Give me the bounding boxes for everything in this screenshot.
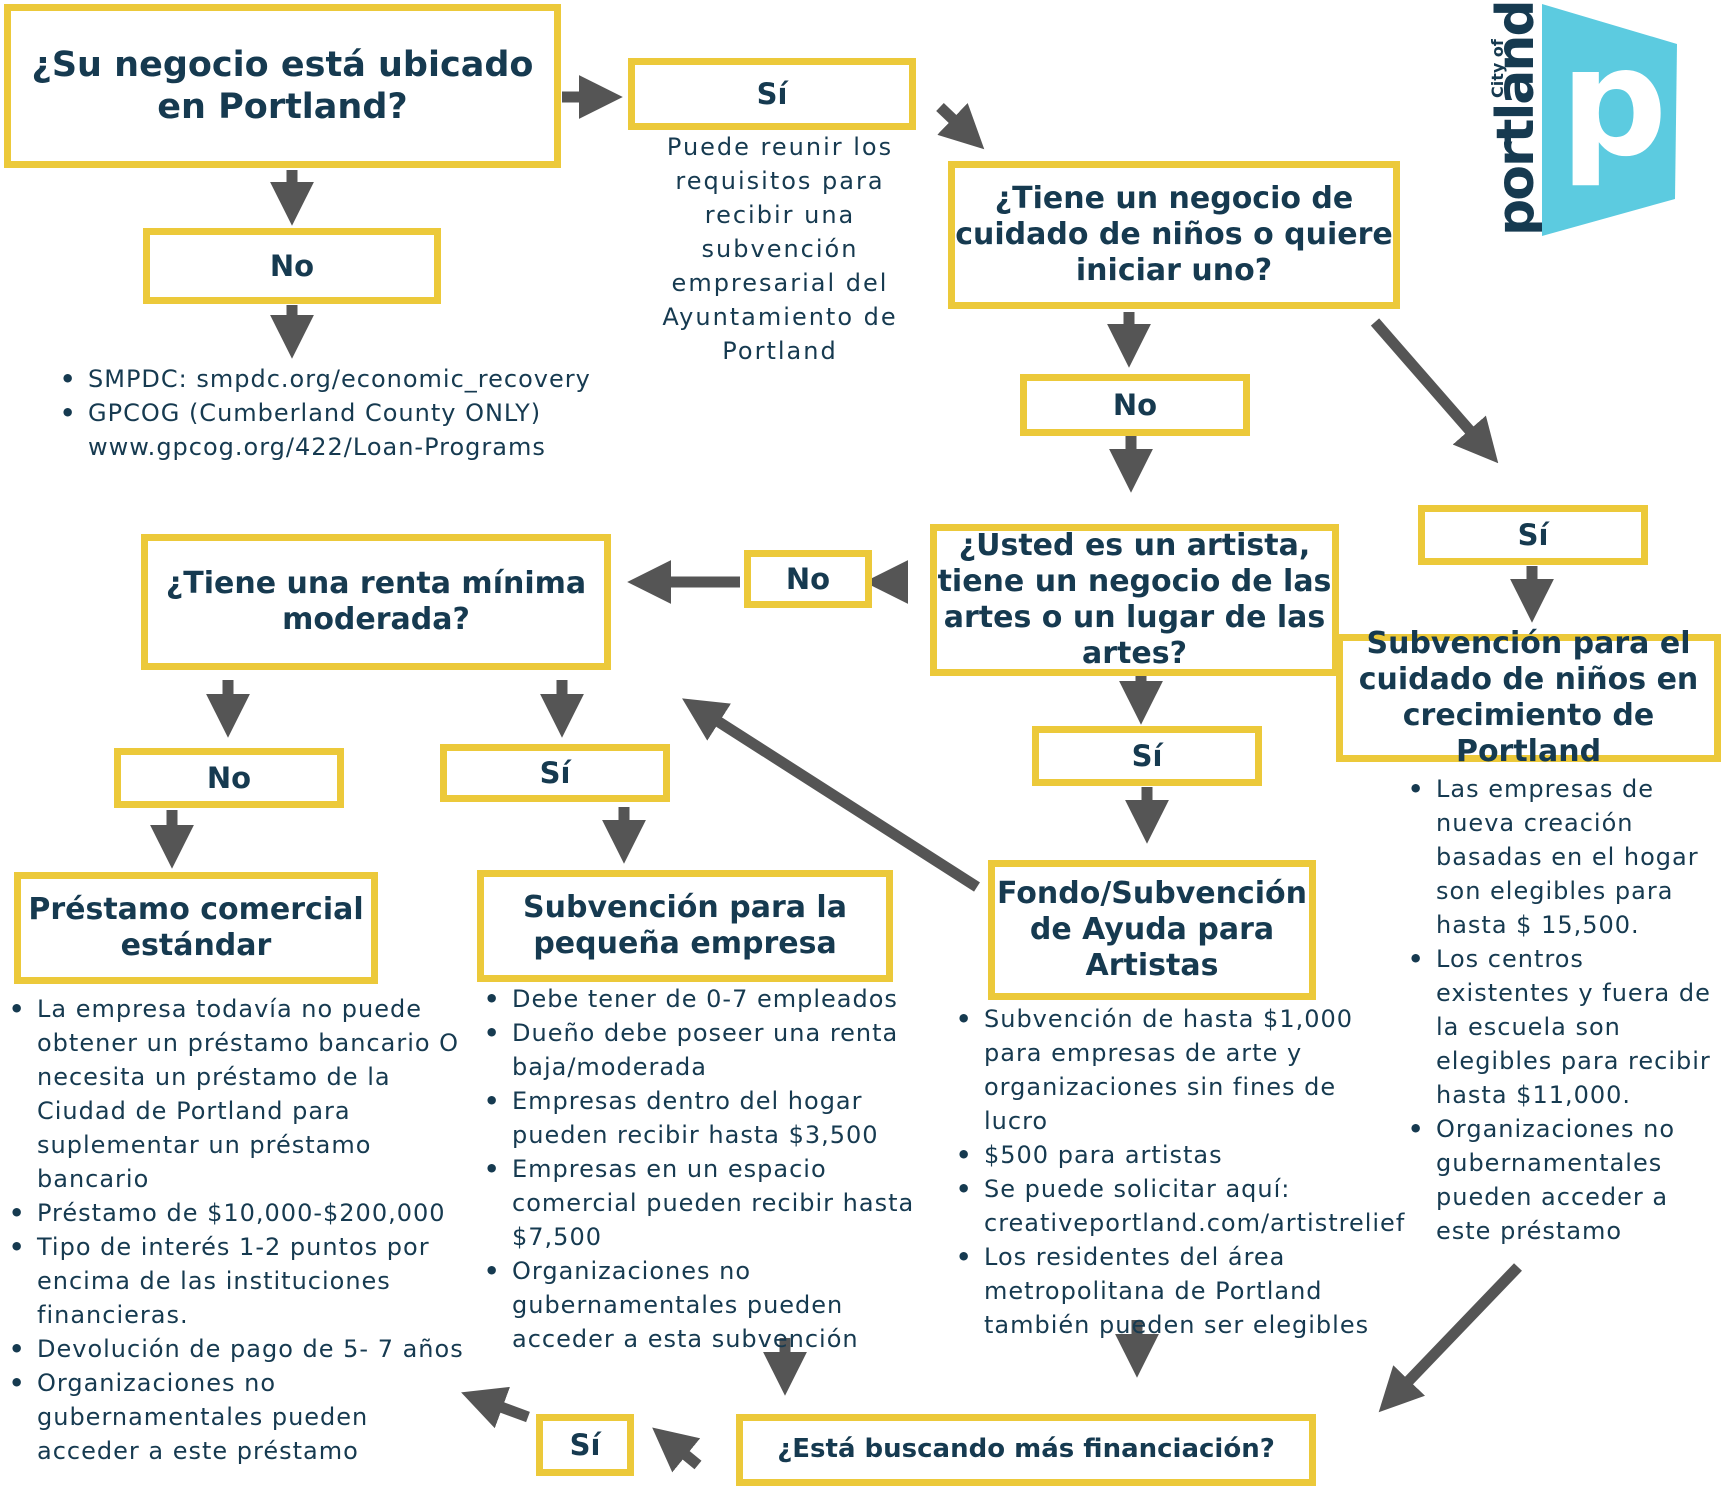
- answer-no-box: No: [1020, 374, 1250, 436]
- answer-si-box: Sí: [628, 58, 916, 130]
- list-item: La empresa todavía no puede obtener un p…: [9, 992, 475, 1196]
- list-item: Devolución de pago de 5- 7 años: [9, 1332, 475, 1366]
- logo-letter: p: [1560, 16, 1667, 190]
- list-item: Empresas dentro del hogar pueden recibir…: [484, 1084, 950, 1152]
- list-item: Se puede solicitar aquí: creativeportlan…: [956, 1172, 1404, 1240]
- list-item: Empresas en un espacio comercial pueden …: [484, 1152, 950, 1254]
- list-item: Organizaciones no gubernamentales pueden…: [1408, 1112, 1714, 1248]
- question-text: ¿Su negocio está ubicado en Portland?: [31, 45, 534, 127]
- list-item: $500 para artistas: [956, 1138, 1392, 1172]
- answer-no-box: No: [114, 748, 344, 808]
- list-item: Préstamo de $10,000-$200,000: [9, 1196, 475, 1230]
- small-business-grant-details: Debe tener de 0-7 empleados Dueño debe p…: [480, 982, 950, 1356]
- list-item: GPCOG (Cumberland County ONLY) www.gpcog…: [60, 396, 636, 464]
- list-item: Los centros existentes y fuera de la esc…: [1408, 942, 1714, 1112]
- list-item: Debe tener de 0-7 empleados: [484, 982, 950, 1016]
- answer-si-box: Sí: [440, 744, 670, 802]
- artist-relief-fund-box: Fondo/Subvención de Ayuda para Artistas: [988, 860, 1316, 1000]
- question-moderate-income: ¿Tiene una renta mínima moderada?: [141, 534, 611, 670]
- childcare-grant-box: Subvención para el cuidado de niños en c…: [1336, 626, 1721, 769]
- list-item: Organizaciones no gubernamentales pueden…: [9, 1366, 475, 1468]
- city-of-portland-logo: City of portland p: [1480, 1, 1720, 244]
- answer-no-box: No: [143, 228, 441, 304]
- list-item: SMPDC: smpdc.org/economic_recovery: [60, 362, 636, 396]
- question-artist: ¿Usted es un artista, tiene un negocio d…: [930, 524, 1339, 676]
- no-resources-list: SMPDC: smpdc.org/economic_recovery GPCOG…: [56, 362, 636, 464]
- list-item: Dueño debe poseer una renta baja/moderad…: [484, 1016, 950, 1084]
- small-business-grant-box: Subvención para la pequeña empresa: [477, 870, 893, 982]
- list-item: Las empresas de nueva creación basadas e…: [1408, 772, 1714, 942]
- list-item: Los residentes del área metropolitana de…: [956, 1240, 1392, 1342]
- childcare-grant-details: Las empresas de nueva creación basadas e…: [1404, 772, 1714, 1248]
- commercial-loan-details: La empresa todavía no puede obtener un p…: [5, 992, 475, 1468]
- answer-no-box: No: [744, 550, 872, 608]
- logo-p-badge-icon: p: [1542, 4, 1677, 236]
- list-item: Subvención de hasta $1,000 para empresas…: [956, 1002, 1392, 1138]
- answer-si-box: Sí: [536, 1414, 634, 1476]
- answer-si-box: Sí: [1032, 726, 1262, 786]
- question-childcare-business: ¿Tiene un negocio de cuidado de niños o …: [948, 161, 1400, 309]
- logo-wordmark: portland: [1486, 1, 1546, 236]
- eligibility-note: Puede reunir los requisitos para recibir…: [662, 133, 898, 365]
- list-item: Organizaciones no gubernamentales pueden…: [484, 1254, 950, 1356]
- artist-relief-details: Subvención de hasta $1,000 para empresas…: [952, 1002, 1404, 1342]
- list-item: Tipo de interés 1-2 puntos por encima de…: [9, 1230, 475, 1332]
- standard-commercial-loan-box: Préstamo comercial estándar: [14, 872, 378, 984]
- answer-si-box: Sí: [1418, 505, 1648, 565]
- question-located-in-portland: ¿Su negocio está ubicado en Portland?: [4, 4, 561, 168]
- question-more-funding: ¿Está buscando más financiación?: [736, 1414, 1316, 1486]
